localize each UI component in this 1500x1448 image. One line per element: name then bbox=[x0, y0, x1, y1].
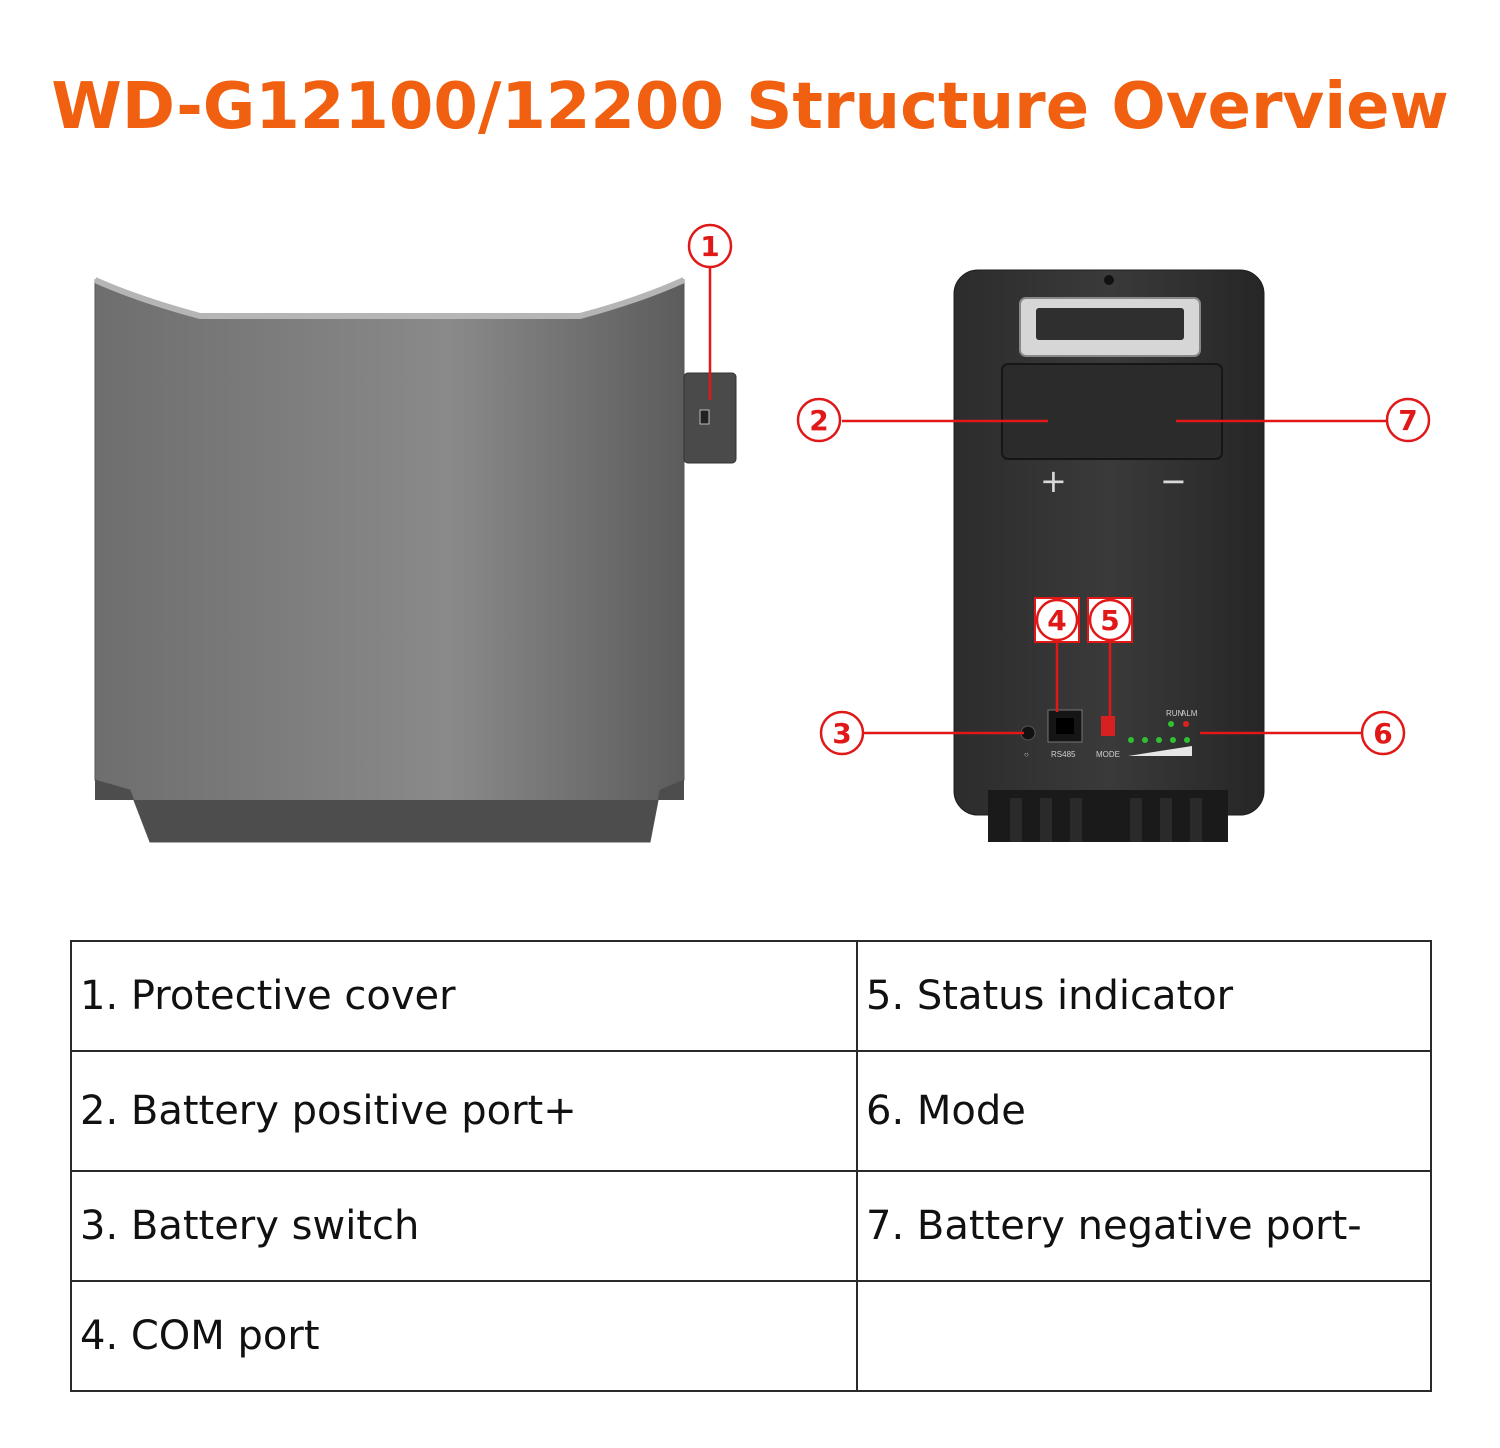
callout-marker-2: 2 bbox=[796, 397, 842, 443]
page-title: WD-G12100/12200 Structure Overview bbox=[51, 70, 1449, 144]
base-slot bbox=[1160, 798, 1172, 842]
legend-item-mode: 6. Mode bbox=[856, 1050, 1432, 1172]
legend-item-com-port: 4. COM port bbox=[70, 1280, 858, 1392]
callout-lines bbox=[708, 268, 1386, 735]
legend-row: 4. COM port bbox=[70, 1280, 1432, 1392]
callout-marker-7: 7 bbox=[1385, 397, 1431, 443]
battery-front-view: + − ○ RS485 MODE RUN ALM bbox=[953, 269, 1265, 842]
alm-label: ALM bbox=[1181, 709, 1198, 718]
cover-bottom-base bbox=[95, 780, 684, 842]
callout-marker-3: 3 bbox=[819, 710, 865, 756]
carry-handle-opening bbox=[1036, 308, 1184, 340]
legend-item-protective-cover: 1. Protective cover bbox=[70, 940, 858, 1052]
legend-table: 1. Protective cover 5. Status indicator … bbox=[70, 940, 1432, 1392]
protective-cover-view bbox=[93, 277, 737, 843]
status-led bbox=[1128, 737, 1134, 743]
callout-marker-5: 5 bbox=[1087, 597, 1133, 643]
soc-wedge bbox=[1128, 746, 1192, 756]
legend-row: 3. Battery switch 7. Battery negative po… bbox=[70, 1170, 1432, 1282]
base-slot bbox=[1190, 798, 1202, 842]
status-led bbox=[1142, 737, 1148, 743]
mode-label: MODE bbox=[1096, 750, 1120, 759]
terminal-cover bbox=[1001, 363, 1223, 460]
callout-marker-1: 1 bbox=[687, 223, 733, 269]
status-led bbox=[1156, 737, 1162, 743]
base-slot bbox=[1040, 798, 1052, 842]
protective-cover bbox=[94, 279, 685, 843]
base-slot bbox=[1070, 798, 1082, 842]
legend-row: 1. Protective cover 5. Status indicator bbox=[70, 940, 1432, 1052]
callout-number: 3 bbox=[832, 717, 851, 750]
base-slot bbox=[1130, 798, 1142, 842]
callout-marker-6: 6 bbox=[1360, 710, 1406, 756]
callout-number: 1 bbox=[700, 230, 719, 263]
legend-row: 2. Battery positive port+ 6. Mode bbox=[70, 1050, 1432, 1172]
cover-top-rim bbox=[93, 277, 686, 319]
callout-marker-4: 4 bbox=[1034, 597, 1080, 643]
run-led bbox=[1168, 721, 1174, 727]
positive-sign: + bbox=[1040, 462, 1067, 500]
status-led bbox=[1184, 737, 1190, 743]
battery-base bbox=[988, 790, 1228, 842]
top-screw bbox=[1104, 275, 1114, 285]
callout-number: 5 bbox=[1100, 604, 1119, 637]
legend-item-empty bbox=[856, 1280, 1432, 1392]
legend-item-battery-switch: 3. Battery switch bbox=[70, 1170, 858, 1282]
cover-latch-slot bbox=[699, 409, 710, 425]
legend-item-battery-positive-port: 2. Battery positive port+ bbox=[70, 1050, 858, 1172]
structure-diagram: + − ○ RS485 MODE RUN ALM bbox=[93, 223, 1431, 843]
alm-led bbox=[1183, 721, 1189, 727]
power-symbol: ○ bbox=[1024, 750, 1029, 759]
callout-number: 4 bbox=[1047, 604, 1066, 637]
run-label: RUN bbox=[1166, 709, 1184, 718]
legend-item-status-indicator: 5. Status indicator bbox=[856, 940, 1432, 1052]
callout-number: 7 bbox=[1398, 404, 1417, 437]
com-port-jack bbox=[1056, 718, 1074, 734]
negative-sign: − bbox=[1160, 462, 1187, 500]
legend-item-battery-negative-port: 7. Battery negative port- bbox=[856, 1170, 1432, 1282]
callout-number: 2 bbox=[809, 404, 828, 437]
mode-button bbox=[1101, 716, 1115, 736]
callout-number: 6 bbox=[1373, 717, 1392, 750]
base-slot bbox=[1010, 798, 1022, 842]
status-led bbox=[1170, 737, 1176, 743]
rs485-label: RS485 bbox=[1051, 750, 1076, 759]
